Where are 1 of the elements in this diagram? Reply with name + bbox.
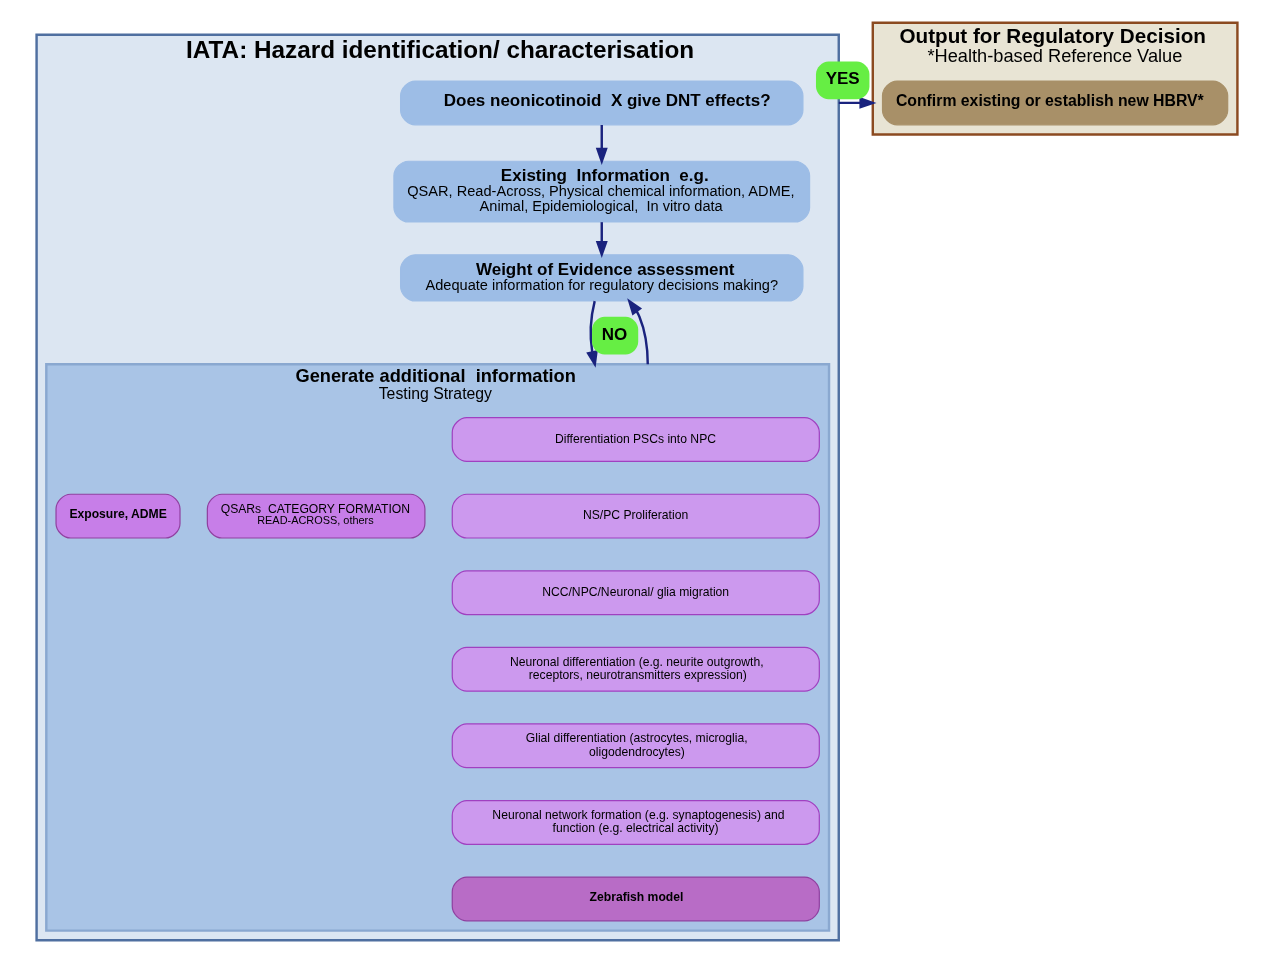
edge-label: NO [601,324,628,344]
